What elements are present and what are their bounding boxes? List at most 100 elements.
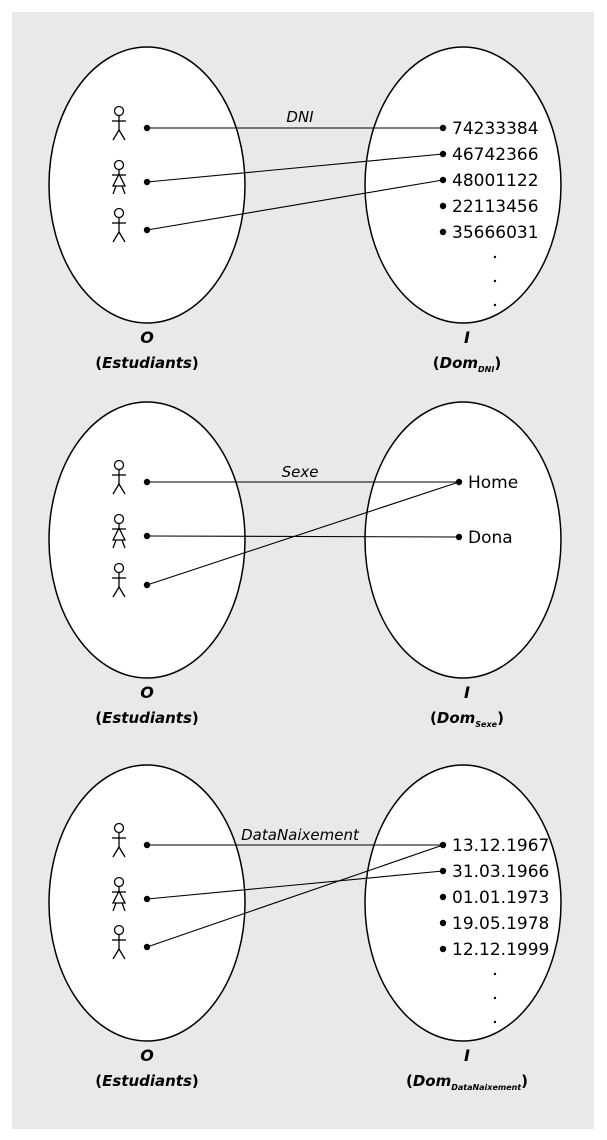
value-dot bbox=[439, 228, 447, 236]
dom-subscript: Sexe bbox=[475, 720, 497, 729]
mapping-line bbox=[146, 481, 460, 586]
paren-close: ) bbox=[494, 354, 501, 372]
male-person-icon-leg-left bbox=[112, 846, 120, 858]
right-set-domain: (DomDataNaixement) bbox=[406, 1072, 528, 1092]
value-dot bbox=[439, 945, 447, 953]
female-person-icon bbox=[111, 876, 127, 912]
male-person-icon-leg-right bbox=[118, 586, 126, 598]
right-set-ellipse bbox=[364, 401, 562, 679]
paren-open: ( bbox=[433, 354, 440, 372]
female-person-icon-dress bbox=[111, 172, 127, 187]
female-person-icon-leg-right bbox=[121, 902, 126, 912]
male-person-icon-leg-left bbox=[112, 483, 120, 495]
value-label: 31.03.1966 bbox=[452, 862, 549, 882]
female-person-icon-dress bbox=[111, 526, 127, 541]
paren-open: ( bbox=[406, 1072, 413, 1090]
left-set-symbol: O bbox=[140, 1046, 154, 1065]
value-dot bbox=[439, 202, 447, 210]
female-person-icon-leg-left bbox=[112, 539, 117, 549]
dom-subscript: DataNaixement bbox=[451, 1083, 522, 1092]
female-person-icon-dress bbox=[111, 889, 127, 904]
male-person-icon-leg-left bbox=[112, 231, 120, 243]
right-set-symbol: I bbox=[464, 328, 470, 347]
mapping-line bbox=[146, 153, 444, 183]
left-set-name: (Estudiants) bbox=[95, 354, 199, 372]
female-person-icon bbox=[111, 513, 127, 549]
ellipsis-dot bbox=[493, 303, 497, 307]
mapping-line bbox=[146, 844, 444, 948]
paren-close: ) bbox=[192, 1072, 199, 1090]
relation-label: Sexe bbox=[282, 463, 319, 481]
female-person-icon bbox=[111, 159, 127, 195]
value-label: 74233384 bbox=[452, 119, 539, 139]
right-set-symbol: I bbox=[464, 683, 470, 702]
male-person-icon-leg-right bbox=[118, 129, 126, 141]
value-label: Dona bbox=[468, 528, 513, 548]
dom-subscript: DNI bbox=[478, 365, 494, 374]
male-person-icon bbox=[112, 924, 126, 960]
paren-close: ) bbox=[521, 1072, 528, 1090]
relation-label: DNI bbox=[286, 108, 314, 126]
male-person-icon-leg-right bbox=[118, 483, 126, 495]
paren-close: ) bbox=[497, 709, 504, 727]
mapping-line bbox=[146, 870, 444, 900]
value-dot bbox=[439, 919, 447, 927]
ellipsis-dot bbox=[493, 996, 497, 1000]
value-label: 46742366 bbox=[452, 145, 539, 165]
left-set-ellipse bbox=[48, 401, 246, 679]
male-person-icon bbox=[112, 459, 126, 495]
diagram-1: DNI 74233384 46742366 48001122 22113456 35666… bbox=[48, 46, 562, 374]
value-label: 48001122 bbox=[452, 171, 539, 191]
dom-base: Dom bbox=[440, 354, 478, 372]
left-set-name: (Estudiants) bbox=[95, 709, 199, 727]
left-set-symbol: O bbox=[140, 328, 154, 347]
paren-open: ( bbox=[430, 709, 437, 727]
paren-open: ( bbox=[95, 709, 102, 727]
mapping-line bbox=[146, 535, 460, 538]
paren-close: ) bbox=[192, 709, 199, 727]
value-label: 12.12.1999 bbox=[452, 940, 549, 960]
female-person-icon-leg-right bbox=[121, 539, 126, 549]
paren-close: ) bbox=[192, 354, 199, 372]
value-label: 01.01.1973 bbox=[452, 888, 549, 908]
female-person-icon-leg-right bbox=[121, 185, 126, 195]
male-person-icon bbox=[112, 822, 126, 858]
set-name: Estudiants bbox=[102, 1072, 192, 1090]
ellipsis-dot bbox=[493, 1020, 497, 1024]
value-label: 19.05.1978 bbox=[452, 914, 549, 934]
set-name: Estudiants bbox=[102, 354, 192, 372]
value-label: 22113456 bbox=[452, 197, 539, 217]
value-label: Home bbox=[468, 473, 518, 493]
diagram-3: DataNaixement 13.12.1967 31.03.1966 01.01.1… bbox=[48, 764, 562, 1092]
right-set-ellipse bbox=[364, 764, 562, 1042]
ellipsis-dot bbox=[493, 972, 497, 976]
male-person-icon bbox=[112, 562, 126, 598]
paren-open: ( bbox=[95, 1072, 102, 1090]
female-person-icon-leg-left bbox=[112, 902, 117, 912]
relation-label: DataNaixement bbox=[241, 826, 360, 844]
set-name: Estudiants bbox=[102, 709, 192, 727]
ellipsis-dot bbox=[493, 255, 497, 259]
male-person-icon-leg-right bbox=[118, 948, 126, 960]
value-label: 13.12.1967 bbox=[452, 836, 549, 856]
male-person-icon-leg-right bbox=[118, 231, 126, 243]
value-dot bbox=[439, 893, 447, 901]
male-person-icon-leg-left bbox=[112, 586, 120, 598]
male-person-icon-leg-right bbox=[118, 846, 126, 858]
male-person-icon-leg-left bbox=[112, 129, 120, 141]
dom-base: Dom bbox=[413, 1072, 451, 1090]
right-set-symbol: I bbox=[464, 1046, 470, 1065]
value-label: 35666031 bbox=[452, 223, 539, 243]
dom-base: Dom bbox=[437, 709, 475, 727]
right-set-domain: (DomDNI) bbox=[433, 354, 501, 374]
paren-open: ( bbox=[95, 354, 102, 372]
right-set-domain: (DomSexe) bbox=[430, 709, 504, 729]
male-person-icon-leg-left bbox=[112, 948, 120, 960]
male-person-icon bbox=[112, 105, 126, 141]
female-person-icon-leg-left bbox=[112, 185, 117, 195]
male-person-icon bbox=[112, 207, 126, 243]
mapping-line bbox=[146, 179, 444, 231]
left-set-name: (Estudiants) bbox=[95, 1072, 199, 1090]
